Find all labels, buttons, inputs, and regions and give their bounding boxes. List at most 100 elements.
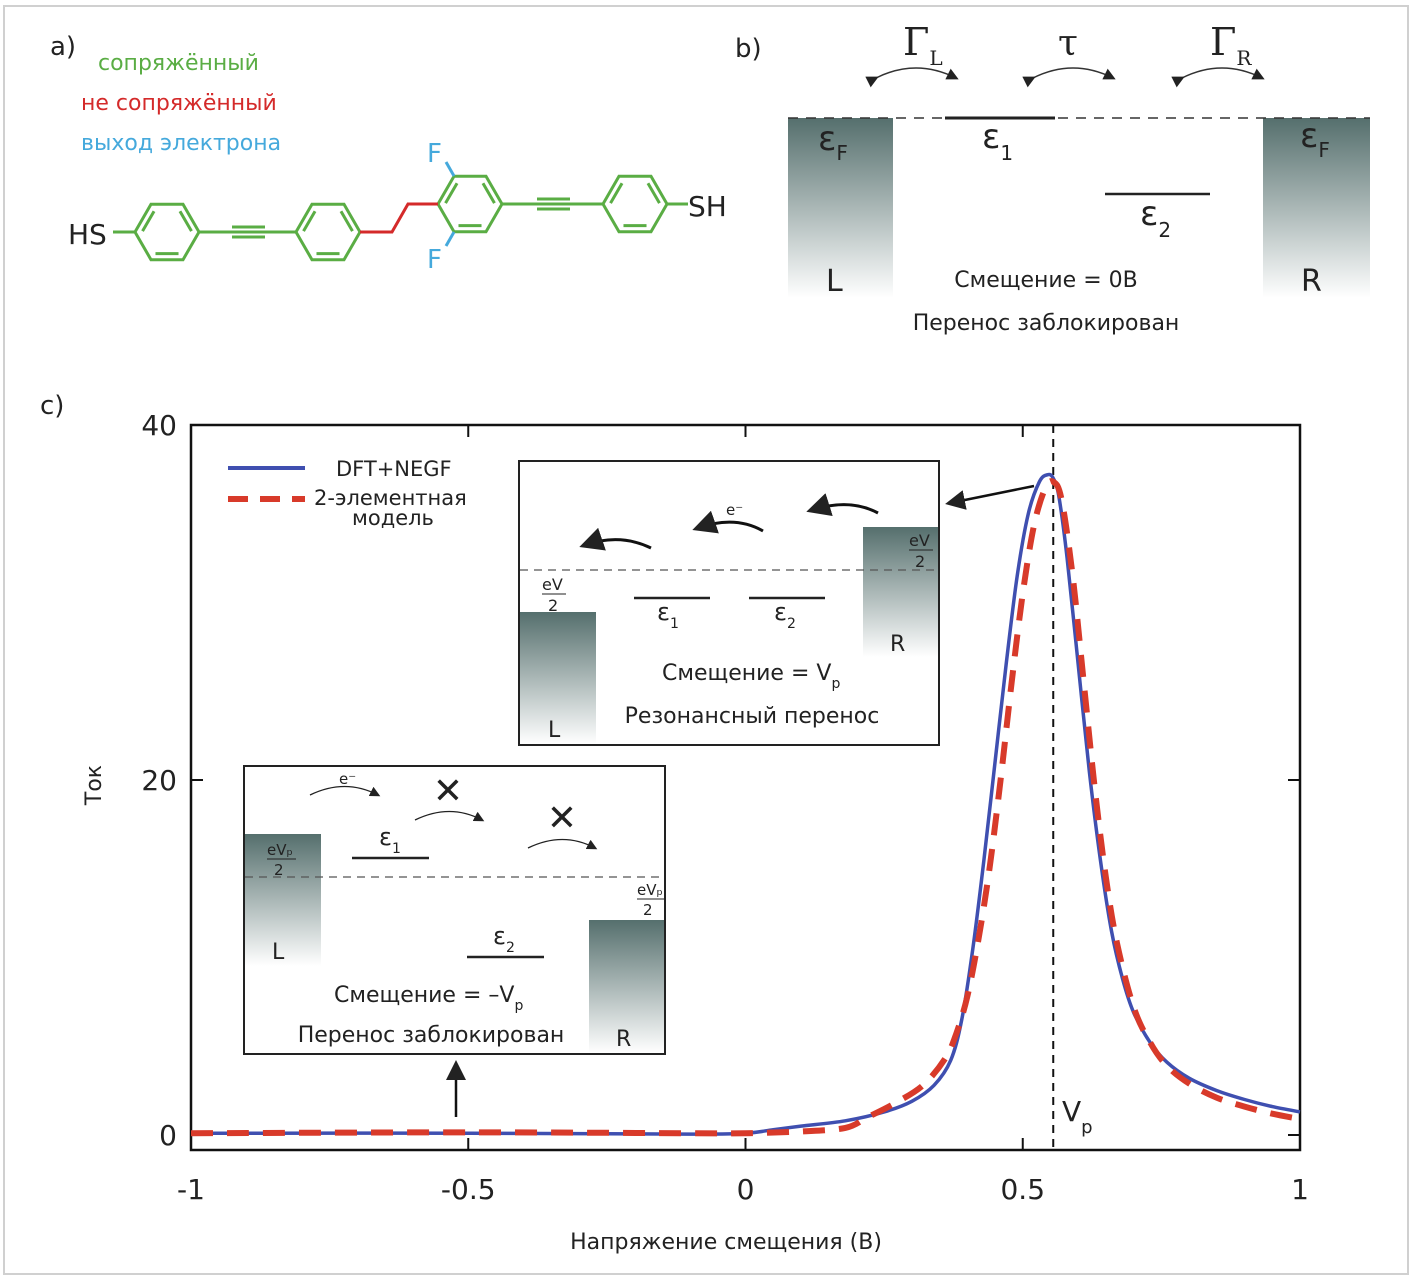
legend-label-dft: DFT+NEGF bbox=[336, 457, 452, 481]
panel-c: c) -1 -0.5 0 0.5 1 0 20 40 Напряжение смещения … bbox=[40, 391, 1309, 1255]
x-tick-label: 0 bbox=[737, 1173, 755, 1206]
benzene-ring bbox=[601, 174, 669, 234]
panel-a: a) сопряжённый не сопряжённый выход элек… bbox=[50, 32, 727, 275]
lead-right bbox=[863, 527, 938, 657]
lead-right-label: R bbox=[616, 1027, 631, 1052]
figure-border bbox=[3, 5, 1409, 1275]
vp-label: Vp bbox=[1062, 1095, 1093, 1138]
molecule-structure bbox=[113, 161, 688, 262]
lead-left-label: L bbox=[272, 940, 285, 965]
lead-left-label: L bbox=[826, 264, 843, 299]
y-axis-label: Ток bbox=[82, 765, 107, 806]
double-bond bbox=[646, 182, 661, 204]
x-tick-label: 1 bbox=[1291, 1173, 1309, 1206]
panel-a-label: a) bbox=[50, 32, 76, 62]
eps2-label: ε2 bbox=[1140, 194, 1171, 242]
c-f-bond bbox=[444, 161, 456, 177]
atom-f-bottom: F bbox=[427, 245, 442, 275]
status-text: Перенос заблокирован bbox=[298, 1023, 565, 1048]
c-f-bond bbox=[444, 231, 456, 247]
half-bias-den: 2 bbox=[274, 861, 284, 879]
ethylene-bridge bbox=[360, 202, 438, 234]
legend-label-model-line1: 2-элементная bbox=[314, 486, 467, 510]
x-tick-label: -1 bbox=[177, 1173, 205, 1206]
lead-right-label: R bbox=[1301, 264, 1322, 299]
double-bond bbox=[444, 182, 459, 204]
inset-resonant-transport: e⁻ eV 2 eV 2 ε1 ε2 L R Смещение = Vp Рез… bbox=[518, 460, 940, 746]
lead-left-label: L bbox=[548, 718, 561, 743]
panel-b: b) ΓL τ ΓR εF εF ε1 ε2 L R Смещение = 0В… bbox=[735, 20, 1370, 336]
double-bond bbox=[339, 210, 354, 232]
double-bond bbox=[178, 210, 193, 232]
x-tick-label: -0.5 bbox=[441, 1173, 496, 1206]
bias-text: Смещение = –Vp bbox=[334, 983, 523, 1014]
coupling-arrow-right bbox=[1171, 67, 1265, 88]
lead-right bbox=[1263, 118, 1370, 298]
x-tick-label: 0.5 bbox=[1000, 1173, 1045, 1206]
coupling-arrow-left bbox=[865, 67, 959, 88]
lead-left bbox=[245, 834, 321, 966]
y-tick-label: 20 bbox=[141, 764, 177, 797]
series-line-0 bbox=[190, 472, 1301, 1136]
lead-right bbox=[589, 920, 664, 1053]
atom-f-top: F bbox=[427, 139, 442, 169]
electron-arrow bbox=[414, 810, 485, 822]
half-bias-den: 2 bbox=[643, 901, 653, 919]
coupling-arrow-middle bbox=[1022, 67, 1116, 88]
eps-f-left: εF bbox=[818, 119, 848, 165]
eps2-label: ε2 bbox=[493, 922, 515, 956]
double-bond bbox=[609, 182, 624, 204]
inset-pointer-arrow bbox=[945, 484, 1035, 510]
eps-f-right: εF bbox=[1300, 116, 1330, 162]
benzene-ring bbox=[294, 202, 362, 262]
lead-left bbox=[520, 612, 596, 744]
eps1-label: ε1 bbox=[657, 598, 679, 632]
series-line-1 bbox=[190, 478, 1301, 1137]
electron-arrow bbox=[527, 838, 598, 850]
legend-electron-withdrawing: выход электрона bbox=[81, 131, 281, 156]
double-bond bbox=[481, 182, 496, 204]
half-bias-num: eVₚ bbox=[637, 881, 663, 899]
electron-label: e⁻ bbox=[339, 770, 356, 788]
gamma-l-label: ΓL bbox=[903, 20, 943, 70]
status-text: Перенос заблокирован bbox=[913, 311, 1180, 336]
legend-non-conjugated: не сопряжённый bbox=[81, 91, 277, 116]
series-curves bbox=[190, 425, 1301, 1150]
benzene-ring bbox=[133, 202, 201, 262]
eps1-label: ε1 bbox=[379, 823, 401, 857]
blocked-x-icon: ✕ bbox=[547, 798, 577, 839]
tau-label: τ bbox=[1058, 23, 1078, 64]
inset-blocked-transport: e⁻ ✕ ✕ eVₚ 2 eVₚ 2 ε1 ε2 L R Смещение = … bbox=[243, 765, 666, 1055]
panel-b-label: b) bbox=[735, 34, 762, 64]
double-bond bbox=[302, 210, 317, 232]
y-tick-label: 40 bbox=[141, 409, 177, 442]
lead-left bbox=[788, 118, 893, 298]
atom-hs: HS bbox=[68, 218, 107, 251]
legend-conjugated: сопряжённый bbox=[98, 51, 259, 76]
electron-arrow bbox=[806, 493, 879, 517]
half-bias-num: eVₚ bbox=[267, 841, 293, 859]
bias-text: Смещение = Vp bbox=[662, 661, 840, 692]
electron-arrow bbox=[309, 785, 381, 797]
panel-c-label: c) bbox=[40, 391, 64, 421]
half-bias-num: eV bbox=[542, 575, 563, 594]
x-axis-label: Напряжение смещения (В) bbox=[570, 1230, 882, 1255]
gamma-r-label: ΓR bbox=[1210, 20, 1252, 70]
eps1-label: ε1 bbox=[982, 117, 1013, 165]
axis-ticks: -1 -0.5 0 0.5 1 0 20 40 bbox=[141, 409, 1309, 1206]
blocked-x-icon: ✕ bbox=[433, 771, 463, 812]
benzene-ring bbox=[436, 174, 504, 234]
lead-right-label: R bbox=[890, 632, 905, 657]
half-bias-den: 2 bbox=[915, 552, 925, 571]
double-bond bbox=[141, 210, 156, 232]
bias-text: Смещение = 0В bbox=[954, 268, 1137, 293]
electron-arrow bbox=[579, 527, 652, 551]
eps2-label: ε2 bbox=[774, 598, 796, 632]
atom-sh: SH bbox=[688, 190, 727, 223]
half-bias-den: 2 bbox=[548, 596, 558, 615]
y-tick-label: 0 bbox=[159, 1119, 177, 1152]
electron-arrow bbox=[692, 510, 764, 534]
